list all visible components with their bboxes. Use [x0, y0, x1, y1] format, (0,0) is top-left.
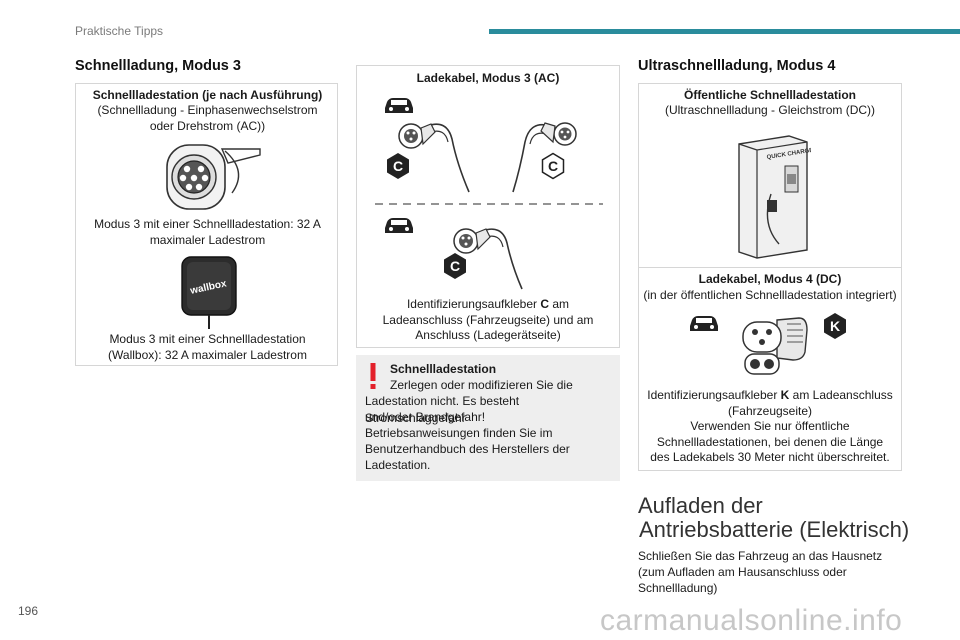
ccs-plug-illustration — [737, 312, 809, 378]
watermark: carmanualsonline.info — [600, 604, 903, 637]
svg-text:K: K — [830, 318, 840, 334]
dc-charging-station-illustration: QUICK CHARGER — [731, 134, 811, 260]
warning-line-2: Ladestation nicht. Es besteht Stromschla… — [365, 394, 520, 425]
label-c-badge-vehicle: C — [384, 152, 412, 180]
charging-station-box: Schnellladestation (je nach Ausführung) … — [75, 83, 338, 366]
type2-socket-illustration — [162, 141, 262, 213]
box-title: Öffentliche Schnellladestation — [683, 88, 857, 102]
box-subtitle: (Schnellladung - Einphasenwechselstrom o… — [97, 103, 318, 133]
wallbox-illustration: wallbox — [174, 254, 244, 330]
warning-line-5: Benutzerhandbuch des Herstellers der — [365, 442, 570, 456]
box-subtitle-2: (in der öffentlichen Schnellladestation … — [643, 288, 897, 302]
warning-exclamation-icon — [369, 363, 377, 389]
cable-mode3-box: Ladekabel, Modus 3 (AC) C — [356, 65, 620, 348]
warning-line-1: Zerlegen oder modifizieren Sie die — [390, 378, 573, 392]
body-paragraph: Schließen Sie das Fahrzeug an das Hausne… — [638, 549, 883, 595]
cable-plug-vehicle-side — [397, 114, 472, 194]
dc-charger-box: Öffentliche Schnellladestation (Ultrasch… — [638, 83, 902, 471]
section-title-line-2: Antriebsbatterie (Elektrisch) — [639, 517, 910, 542]
divider — [639, 267, 901, 268]
car-icon — [382, 94, 416, 116]
caption-label-c: Identifizierungsaufkleber C am Ladeansch… — [382, 297, 594, 342]
header-accent-bar — [489, 29, 960, 34]
caption-label-k: Identifizierungsaufkleber K am Ladeansch… — [647, 388, 893, 418]
car-icon — [382, 214, 416, 236]
section-label: Praktische Tipps — [75, 24, 164, 38]
label-k-badge: K — [821, 312, 849, 340]
warning-line-6: Ladestation. — [365, 458, 431, 472]
warning-line-4: Betriebsanweisungen finden Sie im — [365, 426, 553, 440]
warning-title: Schnellladestation — [390, 362, 497, 376]
svg-text:C: C — [450, 258, 460, 274]
box-title: Ladekabel, Modus 3 (AC) — [416, 71, 560, 85]
cable-plug-charger-side — [505, 114, 585, 194]
caption-cable-length: Verwenden Sie nur öffentliche Schnelllad… — [650, 419, 890, 464]
warning-line-3: und/oder Brandgefahr! — [365, 410, 486, 424]
heading-ultraschnellladung-modus4: Ultraschnellladung, Modus 4 — [638, 58, 836, 74]
svg-text:C: C — [393, 158, 403, 174]
warning-panel: Schnellladestation Zerlegen oder modifiz… — [356, 355, 620, 481]
svg-text:C: C — [548, 158, 558, 174]
caption-wallbox: Modus 3 mit einer Schnellladestation (Wa… — [108, 332, 307, 362]
cable-plug-tethered — [452, 221, 527, 291]
car-icon — [687, 312, 721, 334]
label-c-badge-tethered: C — [441, 252, 469, 280]
dashed-separator — [375, 202, 603, 206]
caption-schnellladestation: Modus 3 mit einer Schnellladestation: 32… — [94, 217, 321, 247]
label-c-badge-charger: C — [539, 152, 567, 180]
page-number: 196 — [18, 604, 39, 618]
section-title-line-1: Aufladen der — [638, 493, 763, 518]
box-title-2: Ladekabel, Modus 4 (DC) — [698, 272, 842, 286]
heading-schnellladung-modus3: Schnellladung, Modus 3 — [75, 58, 241, 74]
box-title: Schnellladestation (je nach Ausführung) — [92, 88, 323, 102]
box-subtitle: (Ultraschnellladung - Gleichstrom (DC)) — [664, 103, 876, 117]
